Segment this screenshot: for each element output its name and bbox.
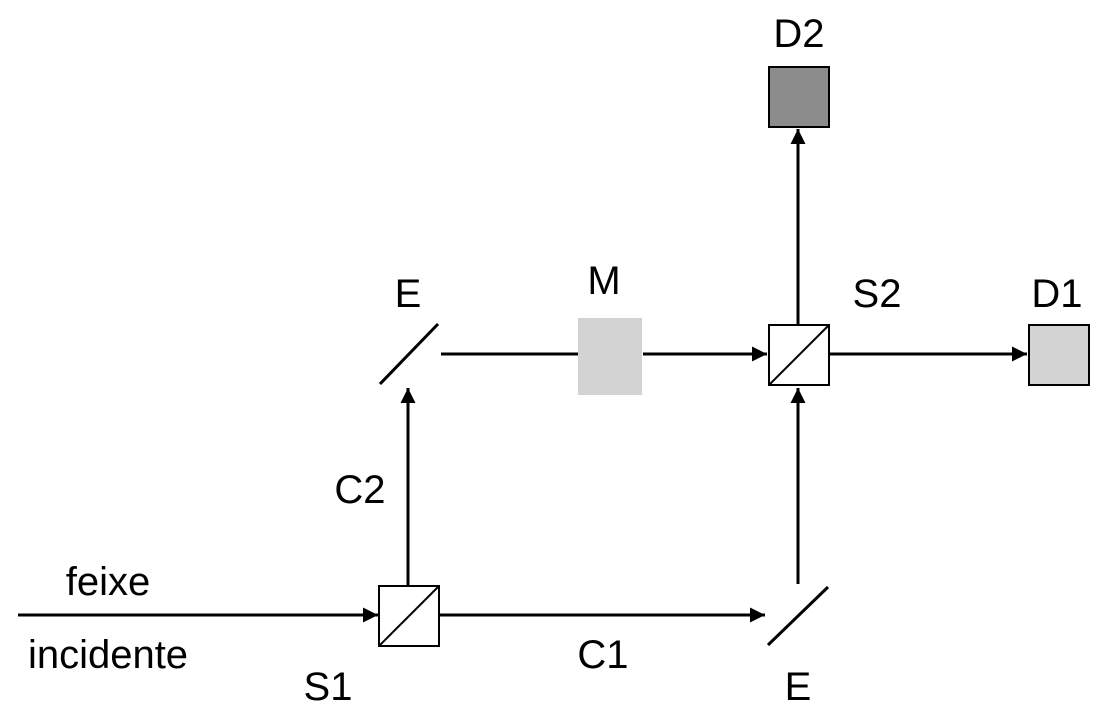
d1-label: D1 bbox=[1031, 272, 1082, 316]
detector-d2 bbox=[768, 66, 830, 128]
detector-d1 bbox=[1028, 324, 1090, 386]
modulator-box bbox=[578, 318, 642, 395]
modulator-label: M bbox=[587, 259, 620, 303]
s1-label: S1 bbox=[304, 665, 353, 709]
mirror-bottom bbox=[766, 585, 830, 647]
d2-label: D2 bbox=[773, 12, 824, 56]
c1-label: C1 bbox=[577, 633, 628, 677]
mirror-top bbox=[378, 322, 440, 386]
beam-splitter-s2 bbox=[768, 324, 830, 386]
mirror-bottom-label: E bbox=[785, 665, 812, 709]
s2-label: S2 bbox=[853, 272, 902, 316]
incident-label-line2: incidente bbox=[28, 633, 188, 677]
incident-label-line1: feixe bbox=[66, 560, 151, 604]
mirror-top-label: E bbox=[395, 272, 422, 316]
c2-label: C2 bbox=[334, 468, 385, 512]
beam-splitter-s1 bbox=[378, 585, 440, 647]
